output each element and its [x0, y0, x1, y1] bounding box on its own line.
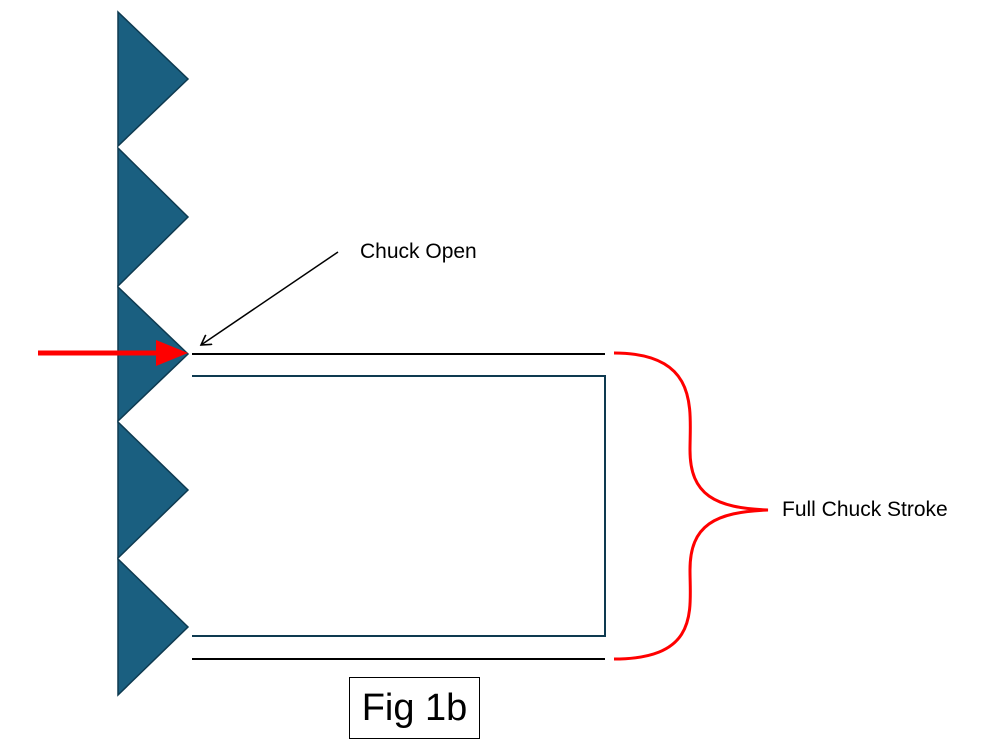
figure-caption: Fig 1b [361, 686, 468, 729]
figure-caption-box: Fig 1b [349, 677, 480, 739]
chuck-open-label: Chuck Open [360, 240, 477, 263]
jaw-tooth-5 [117, 557, 190, 697]
jaw-tooth-2 [117, 146, 190, 288]
stroke-outline-rect [192, 375, 606, 637]
chuck-open-leader-arrow [201, 251, 339, 345]
jaw-tooth-4 [117, 420, 190, 560]
jaw-tooth-1 [117, 10, 190, 148]
full-chuck-stroke-label: Full Chuck Stroke [782, 498, 948, 521]
red-indicator-arrow [38, 340, 188, 366]
full-stroke-brace [613, 351, 769, 661]
